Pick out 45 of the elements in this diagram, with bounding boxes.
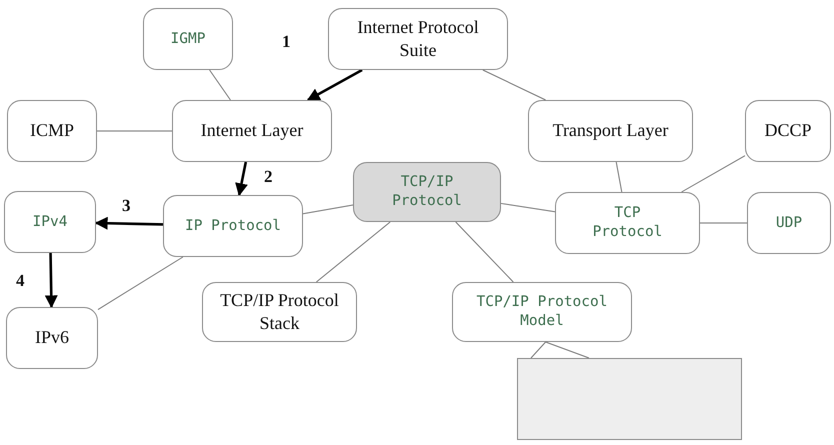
rounded-box: [143, 8, 233, 70]
highlighted-box: [353, 162, 501, 222]
rounded-box: [747, 192, 831, 254]
connector-line: [530, 342, 590, 358]
rounded-box: [555, 192, 700, 254]
rounded-box: [4, 191, 96, 253]
node-label: IPv4: [32, 212, 68, 232]
node-label: ICMP: [30, 119, 74, 142]
node-label: TCP/IP Protocol: [391, 173, 463, 211]
connector-line: [616, 162, 622, 192]
node-label: IPv6: [34, 326, 69, 350]
connector-line: [455, 222, 514, 282]
connector-line: [500, 202, 556, 212]
arrow: [306, 68, 363, 102]
rounded-box: [172, 100, 332, 162]
rounded-box: [202, 282, 357, 342]
rounded-box: [328, 8, 508, 70]
arrow: [235, 162, 248, 196]
node-label: Internet Protocol Suite: [356, 16, 480, 62]
node-label: IGMP: [170, 30, 206, 48]
rounded-box: [452, 282, 632, 342]
node-label: TCP Protocol: [592, 204, 664, 242]
connector-line: [302, 204, 354, 214]
rounded-box: [745, 100, 831, 162]
connector-line: [482, 70, 546, 100]
connector-line: [98, 256, 184, 310]
connector-line: [681, 155, 746, 192]
arrow: [94, 216, 164, 230]
arrow: [44, 252, 58, 308]
node-label: DCCP: [764, 119, 812, 142]
rounded-box: [7, 100, 97, 162]
node-label: TCP/IP Protocol Stack: [219, 288, 340, 335]
node-label: UDP: [776, 214, 802, 232]
node-label: Transport Layer: [552, 119, 668, 142]
rounded-box: [163, 195, 303, 257]
node-label: Internet Layer: [200, 119, 304, 142]
connector-line: [700, 222, 748, 224]
rounded-box: [6, 307, 98, 369]
connector-line: [209, 70, 231, 100]
node-label: IP Protocol: [184, 216, 282, 236]
connector-line: [96, 130, 172, 132]
rounded-box: [528, 100, 693, 162]
node-label: TCP/IP Protocol Model: [476, 293, 608, 331]
callout-box: [517, 358, 742, 440]
connector-line: [316, 222, 391, 282]
